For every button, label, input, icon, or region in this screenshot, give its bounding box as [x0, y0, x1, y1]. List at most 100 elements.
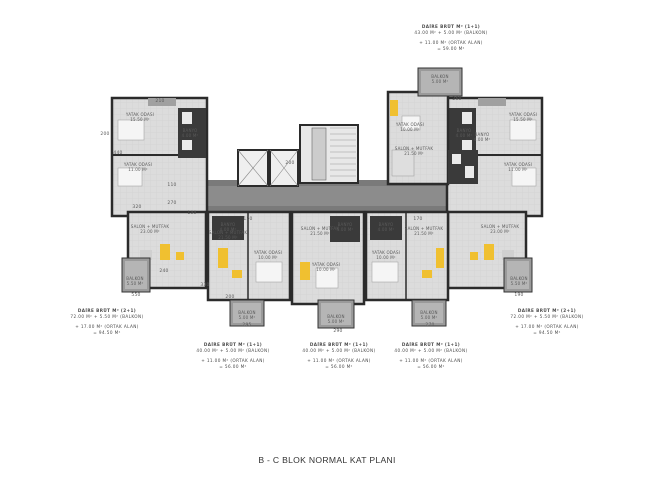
room-name: BANYO: [183, 128, 198, 133]
room-name: BALKON: [327, 314, 344, 319]
area-label-top: DAİRE BRÜT M² (1+1) 43.00 M² + 5.00 M² (…: [396, 24, 506, 52]
apartment-bottom-left-1plus1: [206, 210, 292, 327]
room-area: 4.00 M²: [220, 227, 237, 232]
room-labels: YATAK ODASI 15.50 M² BANYO 4.00 M² YATAK…: [123, 74, 537, 324]
dimension-label: 270: [167, 200, 176, 206]
area-label-total: = 94.50 M²: [533, 330, 561, 335]
dimension-label: 190: [514, 292, 523, 298]
area-label-bottom-right: DAİRE BRÜT M² (1+1) 40.00 M² + 5.00 M² (…: [376, 342, 486, 370]
room-area: 23.00 M²: [140, 229, 160, 234]
room-area: 15.50 M²: [513, 117, 533, 122]
room-name: YATAK ODASI: [503, 162, 532, 167]
room-area: 10.00 M²: [376, 255, 396, 260]
room-area: 5.00 M²: [432, 79, 449, 84]
room-name: BALKON: [420, 310, 437, 315]
dimension-label: 270: [425, 322, 434, 328]
area-label-title: DAİRE BRÜT M² (2+1): [77, 308, 137, 313]
apartment-right-2plus1: [445, 96, 544, 293]
dimension-label: 550: [131, 292, 140, 298]
room-area: 23.00 M²: [490, 229, 510, 234]
room-name: SALON + MUTFAK: [209, 230, 248, 235]
area-label-line: + 11.00 M² (ORTAK ALAN): [201, 358, 265, 363]
dimension-labels: 210 200 440 110 270 320 200 100 150 170 …: [100, 96, 523, 334]
room-name: SALON + MUTFAK: [131, 224, 170, 229]
area-label-title: DAİRE BRÜT M² (1+1): [203, 342, 263, 347]
area-label-line: 40.00 M² + 5.00 M² (BALKON): [196, 348, 270, 353]
room-area: 10.00 M²: [316, 267, 336, 272]
area-label-total: = 59.00 M²: [437, 46, 465, 51]
room-name: BANYO: [457, 128, 472, 133]
room-area: 11.00 M²: [128, 167, 148, 172]
area-label-right: DAİRE BRÜT M² (2+1) 72.00 M² + 5.50 M² (…: [492, 308, 602, 336]
dimension-label: 200: [285, 160, 294, 166]
room-name: BANYO: [475, 132, 490, 137]
dimension-label: 330: [200, 282, 209, 288]
room-name: YATAK ODASI: [253, 250, 282, 255]
common-corridor: [205, 180, 449, 212]
room-name: BALKON: [431, 74, 448, 79]
dimension-label: 440: [113, 150, 122, 156]
room-area: 4.00 M²: [378, 227, 395, 232]
room-area: 4.00 M²: [456, 133, 473, 138]
room-name: SALON + MUTFAK: [395, 146, 434, 151]
area-label-line: + 11.00 M² (ORTAK ALAN): [307, 358, 371, 363]
area-label-line: 72.00 M² + 5.50 M² (BALKON): [70, 314, 144, 319]
stair-core: [299, 124, 359, 184]
room-area: 10.00 M²: [400, 127, 420, 132]
area-label-line: 40.00 M² + 5.00 M² (BALKON): [394, 348, 468, 353]
area-label-title: DAİRE BRÜT M² (1+1): [421, 24, 481, 29]
dimension-label: 100: [187, 210, 196, 216]
area-label-title: DAİRE BRÜT M² (2+1): [517, 308, 577, 313]
dimension-label: 110: [167, 182, 176, 188]
apartment-top-1plus1: [386, 67, 478, 186]
room-name: YATAK ODASI: [508, 112, 537, 117]
dimension-label: 200: [100, 131, 109, 137]
area-label-bottom-left: DAİRE BRÜT M² (1+1) 40.00 M² + 5.00 M² (…: [178, 342, 288, 370]
area-label-line: + 11.00 M² (ORTAK ALAN): [419, 40, 483, 45]
dimension-label: 295: [242, 322, 251, 328]
room-name: YATAK ODASI: [125, 112, 154, 117]
area-label-line: + 11.00 M² (ORTAK ALAN): [399, 358, 463, 363]
apartment-left-2plus1: [110, 96, 209, 293]
area-label-left: DAİRE BRÜT M² (2+1) 72.00 M² + 5.50 M² (…: [52, 308, 162, 336]
plan-title: B - C BLOK NORMAL KAT PLANI: [258, 455, 396, 465]
room-area: 4.00 M²: [182, 133, 199, 138]
room-area: 5.50 M²: [127, 281, 144, 286]
dimension-label: 260: [452, 96, 461, 102]
area-label-line: 40.00 M² + 5.00 M² (BALKON): [302, 348, 376, 353]
room-area: 4.00 M²: [474, 137, 491, 142]
room-area: 5.00 M²: [328, 319, 345, 324]
dimension-label: 240: [159, 268, 168, 274]
area-label-line: + 17.00 M² (ORTAK ALAN): [75, 324, 139, 329]
area-label-line: + 17.00 M² (ORTAK ALAN): [515, 324, 579, 329]
room-name: BALKON: [510, 276, 527, 281]
room-area: 5.00 M²: [239, 315, 256, 320]
area-label-bottom-center: DAİRE BRÜT M² (1+1) 40.00 M² + 5.00 M² (…: [284, 342, 394, 370]
area-label-title: DAİRE BRÜT M² (1+1): [309, 342, 369, 347]
room-name: BANYO: [379, 222, 394, 227]
room-area: 11.00 M²: [508, 167, 528, 172]
area-label-line: 43.00 M² + 5.00 M² (BALKON): [414, 30, 488, 35]
area-label-title: DAİRE BRÜT M² (1+1): [401, 342, 461, 347]
room-name: SALON + MUTFAK: [481, 224, 520, 229]
room-name: BANYO: [338, 222, 353, 227]
area-label-total: = 56.00 M²: [417, 364, 445, 369]
room-name: YATAK ODASI: [123, 162, 152, 167]
dimension-label: 290: [333, 328, 342, 334]
room-area: 21.50 M²: [310, 231, 330, 236]
room-name: SALON + MUTFAK: [405, 226, 444, 231]
room-area: 21.50 M²: [218, 235, 238, 240]
room-area: 5.50 M²: [511, 281, 528, 286]
dimension-label: 200: [225, 294, 234, 300]
room-name: YATAK ODASI: [311, 262, 340, 267]
dimension-label: 150: [243, 216, 252, 222]
room-area: 15.50 M²: [130, 117, 150, 122]
room-area: 10.00 M²: [258, 255, 278, 260]
room-area: 4.00 M²: [337, 227, 354, 232]
room-name: BANYO: [221, 222, 236, 227]
room-name: YATAK ODASI: [395, 122, 424, 127]
apartment-bottom-right-1plus1: [364, 210, 450, 327]
elevator-shafts: [237, 149, 299, 187]
area-label-total: = 94.50 M²: [93, 330, 121, 335]
